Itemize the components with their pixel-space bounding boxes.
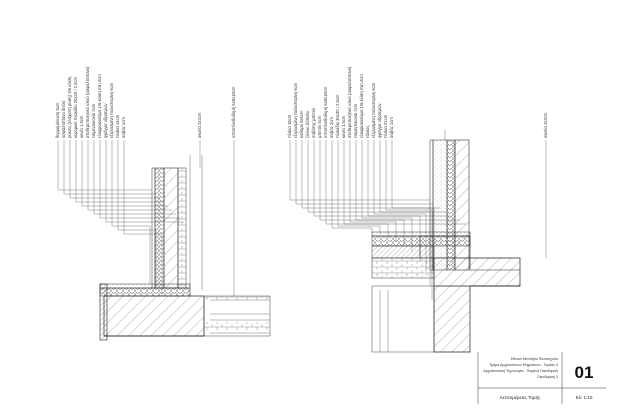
layer-label: ξύλινο δάπεδο (305, 110, 310, 138)
left-section-detail: θερμομόνωση 5cm ασφαλτόπανο διπλό ρύκτες… (55, 66, 271, 341)
left-roof-screed (99, 287, 191, 297)
left-wall-brick (177, 167, 187, 289)
layer-label: πλάκα 18cm (287, 114, 292, 138)
layer-label: σκοτία 2x2cm (197, 112, 202, 138)
layer-label: μπετόν 5cm (317, 115, 322, 138)
left-leader-lines (57, 140, 235, 296)
layer-label: καθαρό 5x5cm (299, 110, 304, 138)
left-parapet (99, 283, 108, 341)
layer-label: σταθεροποιητικό υλικό (ασφαλτόπανο) (347, 66, 352, 138)
institution-line: Αρχιτεκτονική Τεχνολογία - Πυρηνή Οικοδο… (483, 369, 558, 373)
institution-line: Οικοδομική 2 (537, 375, 558, 379)
layer-label: εξηλασμένη πολυστερίνη 6cm (293, 82, 298, 138)
layer-label: τσιμεντοκονία 2cm (353, 103, 358, 138)
layer-label: φράγμα υδρατμών (377, 104, 382, 138)
right-floor-brick (371, 257, 435, 279)
right-floor-screed (371, 235, 471, 247)
right-floor-slab (371, 245, 435, 259)
layer-label: σαβάτης μπετόν (311, 108, 316, 138)
left-roof-slab (103, 295, 205, 337)
right-wall-core (454, 139, 470, 271)
layer-label: ελαφροκονίαμα 1% κλίση min 4cm (359, 74, 364, 138)
layer-label: σοβάς 2cm (329, 117, 334, 138)
right-roof-slab (433, 257, 521, 353)
layer-label: κονία 1,5cm (79, 115, 84, 138)
layer-label: πλάκα 14cm (115, 114, 120, 138)
left-wall-plaster (151, 167, 156, 289)
institution-line: Τμήμα Αρχιτεκτόνων Μηχανικών - Τομέας 4 (489, 363, 558, 367)
right-floor-finish (371, 231, 471, 237)
title-block: Εθνικό Μετσόβιο Πολυτεχνείο Τμήμα Αρχιτε… (477, 352, 606, 404)
layer-label: κεραμικό πλακίδιο 20x20 / 2,5cm (73, 76, 78, 138)
layer-label: τσιμεντοκονία 2cm (91, 103, 96, 138)
right-wall-stone (432, 139, 448, 271)
layer-label: ελαφροκονίαμα 1% κλίση min 4cm (97, 74, 102, 138)
left-wall-core (163, 167, 179, 289)
layer-label: κονία 1,5cm (341, 115, 346, 138)
layer-label: πλακίδιο 30x30 / 2,5cm (335, 94, 340, 138)
layer-label: ασφαλτόπανο διπλό (61, 100, 66, 138)
layer-label: εξηλασμένη πολυστερίνη 6cm (371, 82, 376, 138)
layer-label: εξηλασμένη πολυστερίνη 6cm (109, 82, 114, 138)
layer-label: οπτοπλινθοδομή 6x9x18cm (231, 86, 236, 138)
right-leader-lines (289, 140, 547, 330)
right-lower-wall (371, 285, 435, 353)
left-layer-labels: θερμομόνωση 5cm ασφαλτόπανο διπλό ρύκτες… (55, 66, 236, 138)
left-roof-finish (99, 283, 191, 289)
institution-line: Εθνικό Μετσόβιο Πολυτεχνείο (511, 357, 558, 361)
layer-label: οπτοπλινθοδομή 6x9x18cm (323, 86, 328, 138)
layer-label: σοβάς 1cm (121, 117, 126, 138)
right-wall-insulation (446, 139, 456, 271)
layer-label: πλάκα 21cm (383, 114, 388, 138)
sheet-number: 01 (575, 363, 594, 382)
drawing-scale: Κλ: 1:10 (576, 395, 593, 400)
layer-label: σοβάς 1cm (389, 117, 394, 138)
left-wall-insulation (154, 167, 165, 289)
layer-label: θερμομόνωση 5cm (55, 102, 60, 138)
layer-label: σκοτία 2x2cm (543, 112, 548, 138)
right-layer-labels: πλάκα 18cm εξηλασμένη πολυστερίνη 6cm κα… (287, 66, 548, 138)
right-section-detail: πλάκα 18cm εξηλασμένη πολυστερίνη 6cm κα… (287, 66, 548, 353)
layer-label: ρύκτες (ελάχιστη ρύση) 1% κλίση (67, 76, 72, 138)
drawing-title: Λεπτομέρειες Τομής (500, 394, 541, 400)
layer-label: τάλκος (365, 126, 370, 139)
layer-label: σταθεροποιητικό υλικό (ασφαλτόπανο) (85, 66, 90, 138)
layer-label: φράγμα υδρατμών (103, 104, 108, 138)
